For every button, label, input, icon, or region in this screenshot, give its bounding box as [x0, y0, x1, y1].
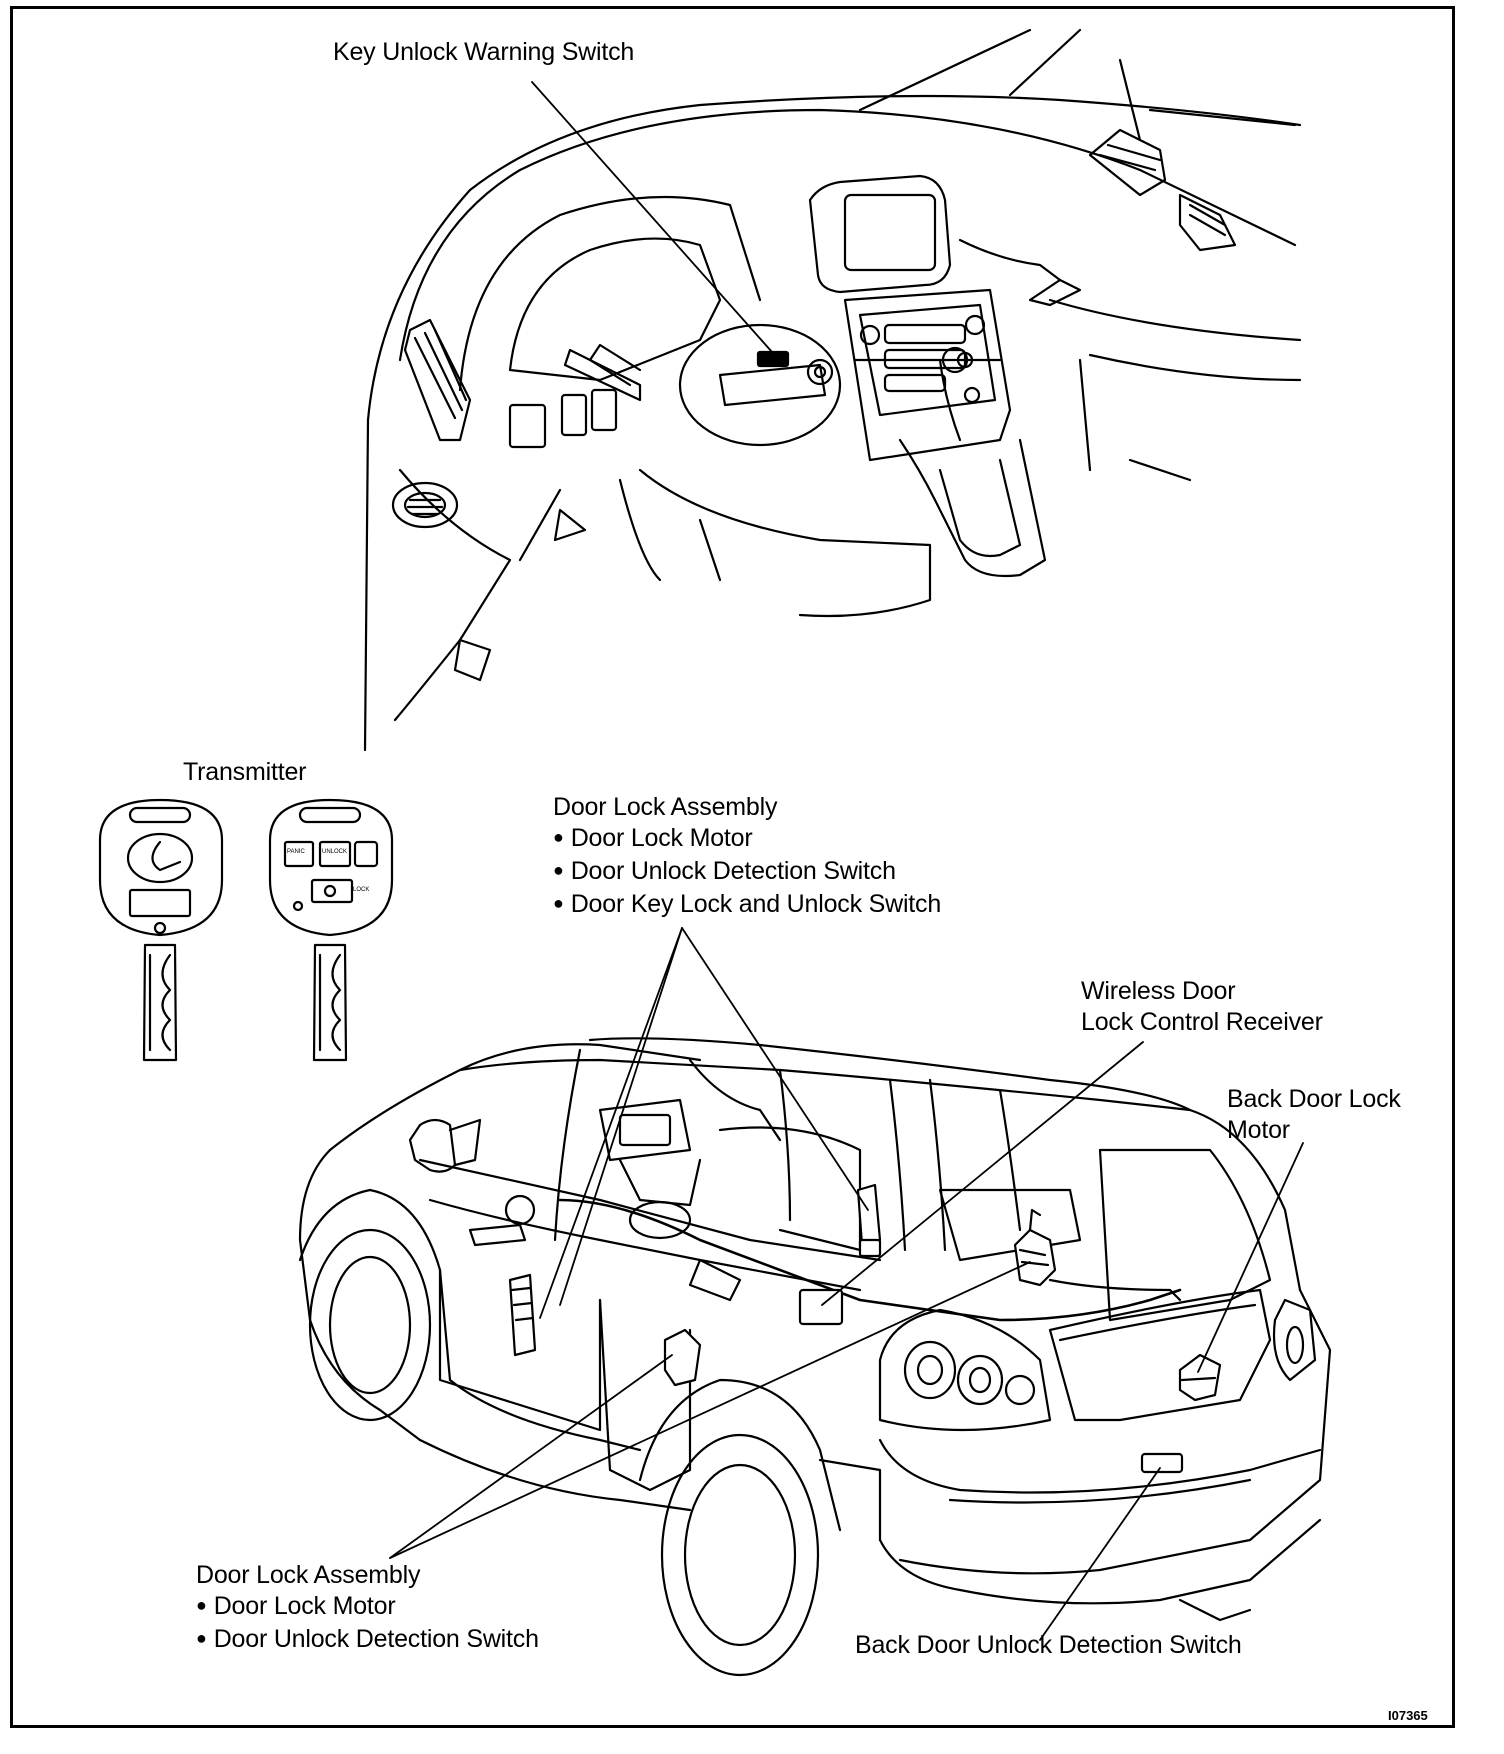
label-door-lock-assembly-front: Door Lock Assembly Door Lock Motor Door …: [553, 792, 941, 922]
label-back-door-unlock-detection-switch: Back Door Unlock Detection Switch: [855, 1631, 1242, 1659]
label-wireless-door-lock-control-receiver: Wireless Door Lock Control Receiver: [1081, 976, 1323, 1038]
door-lock-assembly-front-item: Door Key Lock and Unlock Switch: [553, 889, 942, 922]
label-transmitter: Transmitter: [183, 758, 307, 786]
door-lock-assembly-rear-item: Door Lock Motor: [196, 1591, 539, 1624]
label-back-door-lock-motor: Back Door Lock Motor: [1227, 1084, 1401, 1146]
label-key-unlock-warning-switch: Key Unlock Warning Switch: [333, 38, 635, 66]
back-door-lock-motor-line: Back Door Lock: [1227, 1085, 1401, 1113]
back-door-lock-motor-line: Motor: [1227, 1116, 1290, 1144]
door-lock-assembly-front-item: Door Lock Motor: [553, 823, 941, 856]
key-button-panic-label: PANIC: [287, 849, 305, 855]
key-button-unlock-label: UNLOCK: [322, 849, 348, 855]
door-lock-assembly-rear-item: Door Unlock Detection Switch: [196, 1624, 539, 1657]
dashboard-illustration: [363, 28, 1302, 752]
key-button-lock-label: LOCK: [353, 887, 370, 893]
leader-lines: [389, 927, 1304, 1641]
car-components: [508, 1183, 1222, 1402]
label-door-lock-assembly-rear: Door Lock Assembly Door Lock Motor Door …: [196, 1560, 539, 1657]
vehicle-illustration: [298, 1037, 1332, 1677]
door-lock-assembly-rear-title: Door Lock Assembly: [196, 1561, 421, 1589]
figure-code: I07365: [1388, 1708, 1428, 1723]
transmitter-key-front: [98, 798, 224, 1062]
diagram-frame: [10, 6, 1455, 1728]
transmitter-key-back: [268, 798, 394, 1062]
leader-key-unlock-warning-switch: [531, 81, 773, 353]
door-lock-assembly-front-title: Door Lock Assembly: [553, 793, 778, 821]
wireless-receiver-line: Lock Control Receiver: [1081, 1008, 1323, 1036]
wireless-receiver-line: Wireless Door: [1081, 977, 1236, 1005]
door-lock-assembly-front-item: Door Unlock Detection Switch: [553, 856, 941, 889]
